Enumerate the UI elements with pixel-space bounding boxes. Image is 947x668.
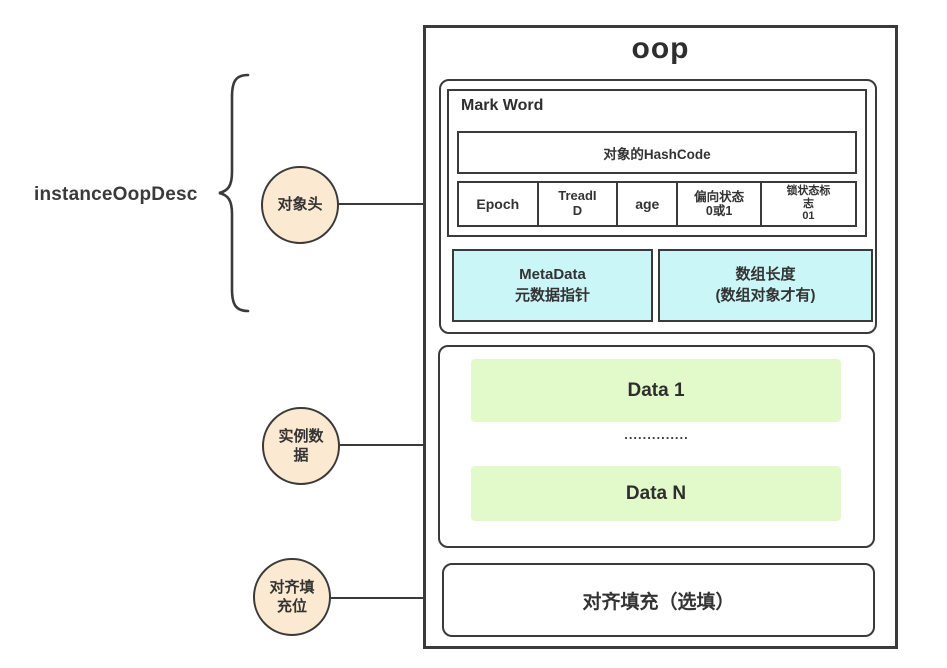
object-header-section: Mark Word 对象的HashCode Epoch TreadI D age…	[439, 79, 877, 334]
instance-data-circle: 实例数 据	[262, 407, 340, 485]
instance-oop-desc-label: instanceOopDesc	[34, 184, 198, 205]
hashcode-box: 对象的HashCode	[457, 131, 857, 174]
cell-biased-state: 偏向状态 0或1	[678, 183, 762, 225]
mark-word-cells-row: Epoch TreadI D age 偏向状态 0或1 锁状态标 志 01	[457, 181, 857, 227]
cell-lock-flag: 锁状态标 志 01	[786, 185, 831, 223]
cell-age: age	[618, 183, 679, 225]
mark-word-title: Mark Word	[461, 97, 544, 114]
oop-box: oop Mark Word 对象的HashCode Epoch TreadI D…	[423, 25, 898, 649]
object-header-circle: 对象头	[261, 166, 339, 244]
oop-title: oop	[631, 32, 690, 65]
instance-data-section: Data 1 .............. Data N	[438, 345, 875, 548]
curly-brace	[218, 73, 250, 313]
data-n-bar: Data N	[471, 466, 841, 521]
cell-epoch: Epoch	[459, 183, 539, 225]
array-length-box: 数组长度 (数组对象才有)	[658, 249, 873, 322]
metadata-pointer-box: MetaData 元数据指针	[452, 249, 653, 322]
cell-thread-id: TreadI D	[539, 183, 619, 225]
alignment-padding-circle: 对齐填 充位	[253, 558, 331, 636]
data-1-bar: Data 1	[471, 359, 841, 422]
mark-word-box: Mark Word 对象的HashCode Epoch TreadI D age…	[447, 89, 867, 237]
ellipsis-dots: ..............	[624, 427, 689, 442]
alignment-padding-box: 对齐填充（选填）	[442, 563, 875, 637]
